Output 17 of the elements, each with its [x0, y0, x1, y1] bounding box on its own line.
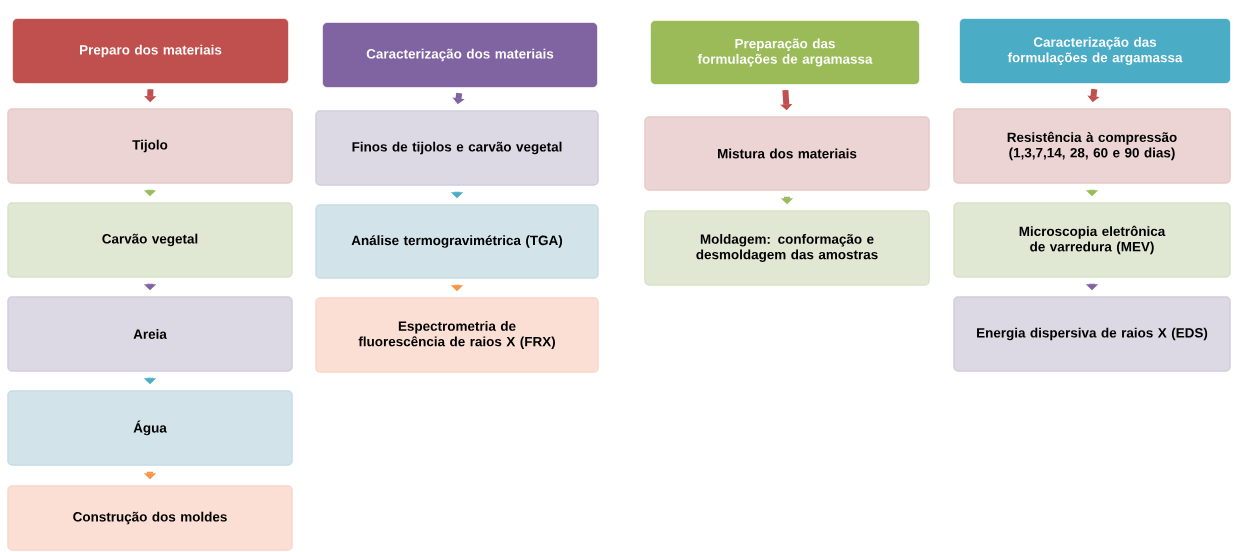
process-box: Mistura dos materiais — [644, 116, 930, 191]
process-box: Moldagem: conformação e desmoldagem das amostras — [644, 210, 930, 286]
process-box: Carvão vegetal — [7, 202, 293, 278]
process-box: Areia — [7, 296, 293, 372]
process-box: Espectrometria de fluorescência de raios X (FRX) — [315, 297, 599, 373]
header-box: Caracterização das formulações de argamassa — [959, 18, 1231, 84]
header-box: Preparação das formulações de argamassa — [650, 20, 920, 85]
process-box: Microscopia eletrônica de varredura (MEV) — [953, 202, 1231, 278]
header-box: Caracterização dos materiais — [322, 22, 598, 88]
process-box: Resistência à compressão (1,3,7,14, 28, 60 e 90 dias) — [953, 108, 1231, 184]
process-box: Água — [7, 390, 293, 466]
process-box: Análise termogravimétrica (TGA) — [315, 204, 599, 279]
process-box: Tijolo — [7, 108, 293, 184]
process-box: Finos de tijolos e carvão vegetal — [315, 110, 599, 186]
process-box: Construção dos moldes — [7, 485, 293, 551]
process-box: Energia dispersiva de raios X (EDS) — [953, 296, 1231, 372]
header-box: Preparo dos materiais — [12, 18, 289, 84]
